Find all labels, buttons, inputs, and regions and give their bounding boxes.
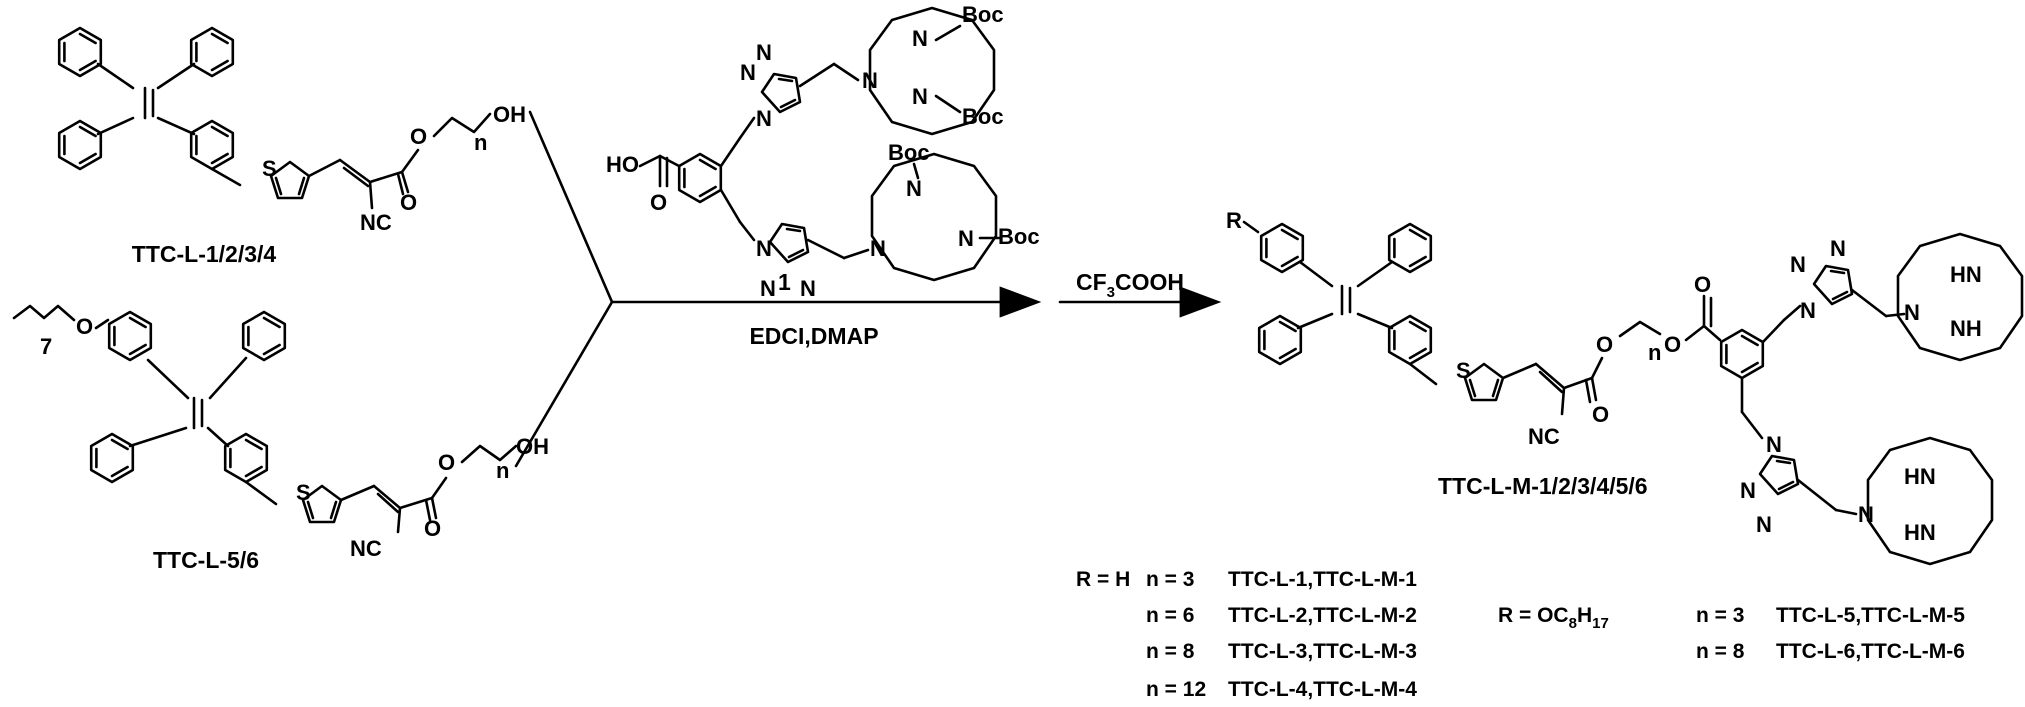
product-triazole-n5: N	[1740, 478, 1756, 503]
alkoxy-oxygen: O	[76, 314, 93, 339]
label-ttc-l-1234: TTC-L-1/2/3/4	[132, 241, 277, 267]
ester-oxygen-2: O	[438, 450, 455, 475]
product-macrocycle-nh-b: NH	[1950, 316, 1982, 341]
macrocycle-n-c: N	[912, 84, 928, 109]
label-product: TTC-L-M-1/2/3/4/5/6	[1438, 473, 1648, 499]
product-macrocycle-nh-a: HN	[1950, 262, 1982, 287]
table-left-compounds-3: TTC-L-3,TTC-L-M-3	[1228, 640, 1417, 663]
product-macrocycle-n-a: N	[1904, 300, 1920, 325]
table-left-n-4: n = 12	[1146, 678, 1206, 701]
triazole-n5: N	[760, 276, 776, 301]
acid-carbonyl-oxygen: O	[650, 190, 667, 215]
condition-edci-dmap: EDCI,DMAP	[749, 323, 878, 349]
table-left-compounds-2: TTC-L-2,TTC-L-M-2	[1228, 604, 1417, 627]
nitrile-group: NC	[360, 210, 392, 235]
table-left-n-3: n = 8	[1146, 640, 1195, 663]
chain-length-7: 7	[40, 334, 52, 359]
boc-group-d: Boc	[998, 224, 1040, 249]
table-left-compounds-1: TTC-L-1,TTC-L-M-1	[1228, 568, 1417, 591]
boc-group-a: Boc	[962, 2, 1004, 27]
product-thiophene-sulfur: S	[1456, 358, 1471, 383]
table-r-h: R = H	[1076, 568, 1130, 591]
table-left-compounds-4: TTC-L-4,TTC-L-M-4	[1228, 678, 1417, 701]
substituent-r: R	[1226, 208, 1242, 233]
product-ester-oxygen-a: O	[1596, 332, 1613, 357]
table-right-n-1: n = 3	[1696, 604, 1744, 627]
condition-cf3cooh: CF3COOH	[1076, 269, 1184, 301]
compound-ttc-l-1234: S O O NC OH n TTC-L-1/2/3/4	[57, 26, 526, 267]
substituent-table: R = H n = 3 TTC-L-1,TTC-L-M-1 n = 6 TTC-…	[1076, 568, 1965, 701]
triazole-n4: N	[756, 236, 772, 261]
nitrile-group-2: NC	[350, 536, 382, 561]
product-triazole-n6: N	[1756, 512, 1772, 537]
boc-group-b: Boc	[962, 104, 1004, 129]
thiophene-sulfur-2: S	[296, 480, 311, 505]
label-ttc-l-56: TTC-L-5/6	[153, 547, 259, 573]
product-triazole-n4: N	[1766, 432, 1782, 457]
macrocycle-n-f: N	[958, 226, 974, 251]
product-ttc-l-m: R S NC O O n O O	[1226, 208, 2024, 566]
acid-hydroxyl: HO	[606, 152, 639, 177]
table-right-compounds-1: TTC-L-5,TTC-L-M-5	[1776, 604, 1965, 627]
boc-group-c: Boc	[888, 140, 930, 165]
compound-ttc-l-56: O 7 S O O NC OH n TTC-L-5/6	[12, 304, 549, 573]
table-right-compounds-2: TTC-L-6,TTC-L-M-6	[1776, 640, 1965, 663]
product-ester-carbonyl-oxygen: O	[1694, 272, 1711, 297]
reagent-1: HO O N N N N N N Boc Boc N N N N N N Boc…	[606, 2, 1040, 301]
table-r-oc8h17: R = OC8H17	[1498, 604, 1609, 632]
product-repeat-index-n: n	[1648, 340, 1661, 365]
triazole-n1: N	[756, 106, 772, 131]
carbonyl-oxygen: O	[400, 190, 417, 215]
product-triazole-n1: N	[1800, 298, 1816, 323]
reaction-arrows	[514, 110, 1222, 468]
repeat-index-n-2: n	[496, 458, 509, 483]
product-macrocycle-nh-d: HN	[1904, 520, 1936, 545]
macrocycle-n-a: N	[862, 68, 878, 93]
product-triazole-n3: N	[1830, 236, 1846, 261]
product-ester-oxygen-b: O	[1664, 332, 1681, 357]
product-macrocycle-n-b: N	[1858, 502, 1874, 527]
ester-oxygen: O	[410, 124, 427, 149]
repeat-index-n: n	[474, 130, 487, 155]
label-reagent-1: 1	[778, 269, 791, 295]
macrocycle-n-e: N	[906, 176, 922, 201]
product-nitrile: NC	[1528, 424, 1560, 449]
thiophene-sulfur: S	[262, 156, 277, 181]
carbonyl-oxygen-2: O	[424, 516, 441, 541]
table-right-n-2: n = 8	[1696, 640, 1745, 663]
product-triazole-n2: N	[1790, 252, 1806, 277]
product-macrocycle-nh-c: HN	[1904, 464, 1936, 489]
triazole-n2: N	[740, 60, 756, 85]
product-carbonyl-oxygen: O	[1592, 402, 1609, 427]
table-left-n-1: n = 3	[1146, 568, 1194, 591]
table-left-n-2: n = 6	[1146, 604, 1194, 627]
triazole-n3: N	[756, 40, 772, 65]
triazole-n6: N	[800, 276, 816, 301]
macrocycle-n-d: N	[870, 236, 886, 261]
hydroxyl-group: OH	[493, 102, 526, 127]
macrocycle-n-b: N	[912, 26, 928, 51]
